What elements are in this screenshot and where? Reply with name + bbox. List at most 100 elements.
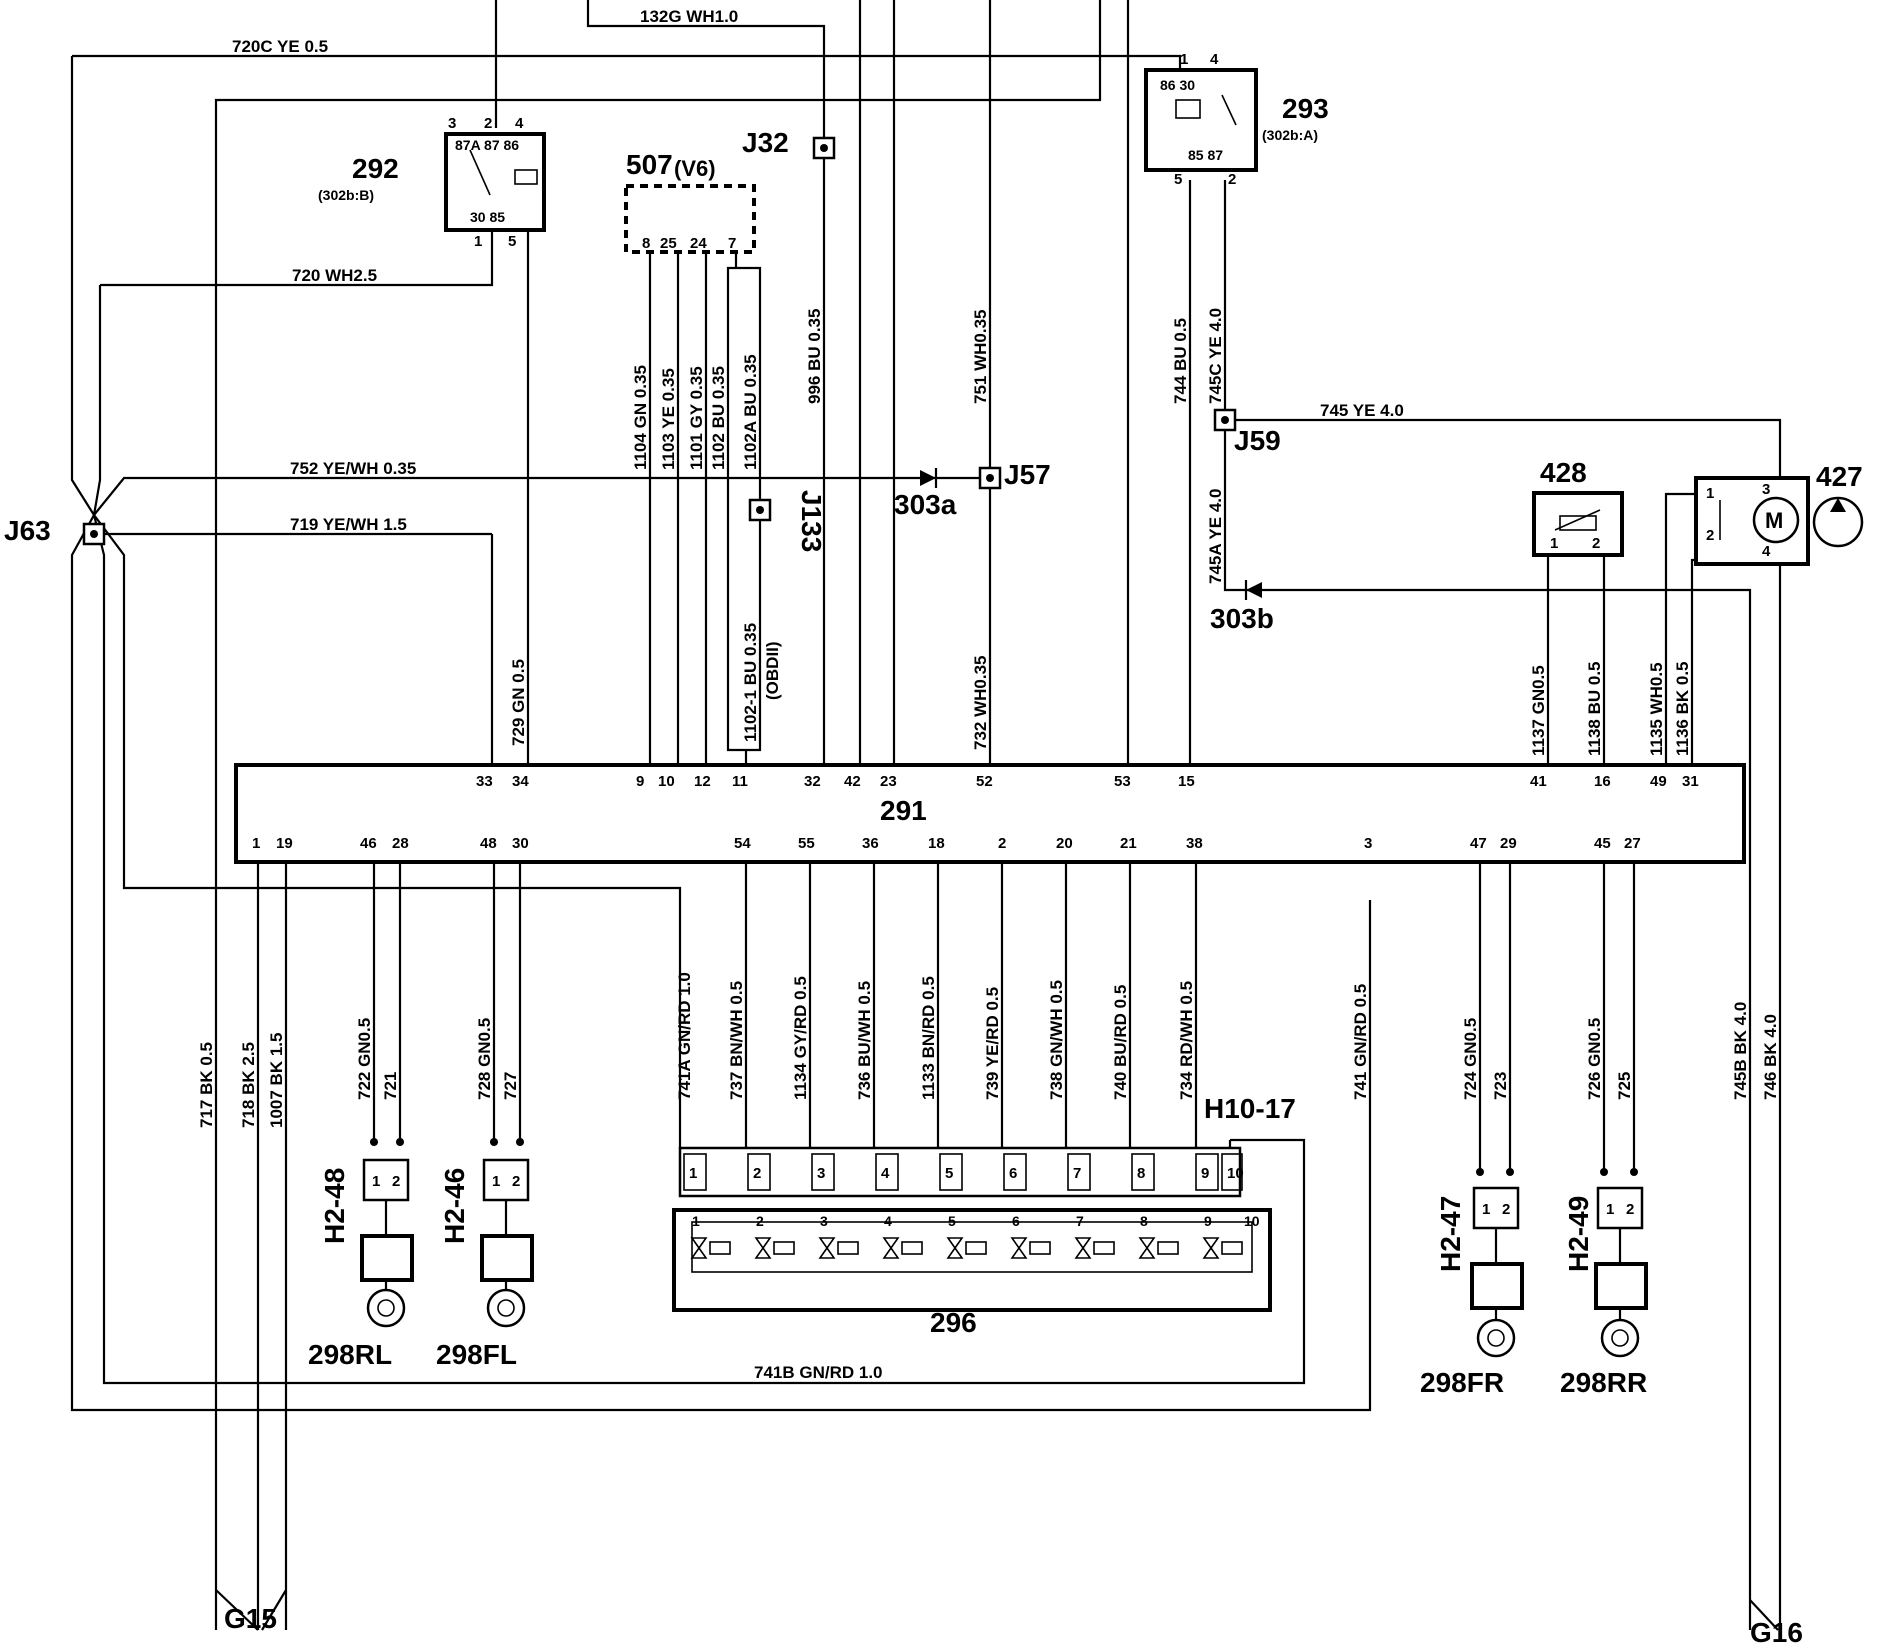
connector-cell-pin: 1 bbox=[689, 1165, 697, 1182]
obd-note: (OBDII) bbox=[763, 641, 782, 700]
sensor-428-id: 428 bbox=[1540, 457, 1587, 488]
wire-label: 1136 BK 0.5 bbox=[1673, 661, 1692, 756]
connector-cell-pin: 3 bbox=[817, 1165, 825, 1182]
relay-292: 87A 87 86 30 85 3 2 4 1 5 292 (302b:B) bbox=[318, 115, 546, 250]
wire-label: 745 YE 4.0 bbox=[1320, 401, 1404, 420]
connector-507-id: 507 bbox=[626, 149, 673, 180]
connector-cell-pin: 7 bbox=[1073, 1165, 1081, 1182]
wire-label: 728 GN0.5 bbox=[475, 1018, 494, 1100]
pump-427-pin: 3 bbox=[1762, 481, 1770, 498]
sensor-428-pin: 1 bbox=[1550, 535, 1558, 552]
wire-label: 729 GN 0.5 bbox=[509, 659, 528, 746]
diode-303b-label: 303b bbox=[1210, 603, 1274, 634]
wire-label: 741 GN/RD 0.5 bbox=[1351, 984, 1370, 1100]
valve-pin: 4 bbox=[884, 1213, 892, 1229]
relay-293-pin: 4 bbox=[1210, 51, 1219, 68]
wire-label: 996 BU 0.35 bbox=[805, 309, 824, 404]
ecu-pin: 29 bbox=[1500, 835, 1517, 852]
relay-293-inner-top: 86 30 bbox=[1160, 77, 1195, 93]
wire-label: 745C YE 4.0 bbox=[1206, 308, 1225, 404]
connector-cell bbox=[811, 1153, 835, 1191]
valve-icon bbox=[690, 1237, 731, 1259]
wire-label: 752 YE/WH 0.35 bbox=[290, 459, 416, 478]
valve-pin: 10 bbox=[1244, 1213, 1260, 1229]
wire-label: 726 GN0.5 bbox=[1585, 1018, 1604, 1100]
connector-cell bbox=[1003, 1153, 1027, 1191]
wheel-sensor-fr-connector: H2-47 bbox=[1435, 1196, 1466, 1272]
connector-cell-pin: 8 bbox=[1137, 1165, 1145, 1182]
ecu-291: 291 33 34 9 10 12 11 32 42 23 52 53 15 4… bbox=[234, 763, 1746, 864]
connector-cell-pin: 4 bbox=[881, 1165, 890, 1182]
svg-text:2: 2 bbox=[1502, 1201, 1510, 1218]
svg-text:1: 1 bbox=[1482, 1201, 1490, 1218]
wheel-sensor-fl-id: 298FL bbox=[436, 1339, 517, 1370]
wire-label: 737 BN/WH 0.5 bbox=[727, 981, 746, 1100]
ecu-pin: 11 bbox=[732, 773, 748, 790]
ecu-pin: 1 bbox=[252, 835, 260, 852]
wire-label: 1102 BU 0.35 bbox=[709, 366, 728, 470]
connector-cell bbox=[1131, 1153, 1155, 1191]
svg-text:1: 1 bbox=[1606, 1201, 1614, 1218]
wheel-sensor-fr-id: 298FR bbox=[1420, 1367, 1504, 1398]
valve-block-id: 296 bbox=[930, 1307, 977, 1338]
valve-icon bbox=[818, 1237, 859, 1259]
relay-292-pin: 3 bbox=[448, 115, 456, 132]
diode-303a-label: 303a bbox=[894, 489, 957, 520]
valve-connector-id: H10-17 bbox=[1204, 1093, 1296, 1124]
wire-label: 720 WH2.5 bbox=[292, 266, 377, 285]
wire-label: 725 bbox=[1615, 1072, 1634, 1100]
valve-pin: 6 bbox=[1012, 1213, 1020, 1229]
ecu-pin: 54 bbox=[734, 835, 751, 852]
connector-cell-pin: 9 bbox=[1201, 1165, 1209, 1182]
wire-label: 751 WH0.35 bbox=[971, 310, 990, 405]
wire-label: 738 GN/WH 0.5 bbox=[1047, 980, 1066, 1100]
ground-g15: G15 bbox=[224, 1603, 277, 1634]
relay-293-id: 293 bbox=[1282, 93, 1329, 124]
ecu-pin: 42 bbox=[844, 773, 861, 790]
wire-label: 746 BK 4.0 bbox=[1761, 1014, 1780, 1100]
ecu-pin: 15 bbox=[1178, 773, 1195, 790]
ecu-pin: 19 bbox=[276, 835, 293, 852]
ecu-pin: 28 bbox=[392, 835, 409, 852]
valve-pin: 9 bbox=[1204, 1213, 1212, 1229]
ecu-pin: 47 bbox=[1470, 835, 1487, 852]
svg-text:1: 1 bbox=[492, 1173, 500, 1190]
wire-label: 1103 YE 0.35 bbox=[659, 368, 678, 470]
splice-j59-label: J59 bbox=[1234, 425, 1281, 456]
ecu-pin: 12 bbox=[694, 773, 711, 790]
wires bbox=[70, 0, 1782, 1631]
wire-label: 724 GN0.5 bbox=[1461, 1018, 1480, 1100]
wire-label: 1134 GY/RD 0.5 bbox=[791, 976, 810, 1100]
connector-cell bbox=[875, 1153, 899, 1191]
diode-303a-icon bbox=[920, 470, 936, 486]
valve-pin: 3 bbox=[820, 1213, 828, 1229]
wire-label: 1102A BU 0.35 bbox=[741, 354, 760, 470]
wire-label: 736 BU/WH 0.5 bbox=[855, 981, 874, 1100]
wire-label: 745B BK 4.0 bbox=[1731, 1002, 1750, 1100]
ecu-pin: 33 bbox=[476, 773, 493, 790]
wheel-sensor-fr-icon bbox=[1476, 1318, 1516, 1358]
wheel-sensor-rr-id: 298RR bbox=[1560, 1367, 1647, 1398]
connector-cell-pin: 6 bbox=[1009, 1165, 1017, 1182]
relay-293-pin: 1 bbox=[1180, 51, 1188, 68]
relay-292-pin: 4 bbox=[515, 115, 524, 132]
wire-label: 732 WH0.35 bbox=[971, 656, 990, 751]
connector-cell-pin: 10 bbox=[1227, 1165, 1244, 1182]
wire-label: 1138 BU 0.5 bbox=[1585, 661, 1604, 756]
wire-labels-horizontal: 720C YE 0.5 132G WH1.0 720 WH2.5 752 YE/… bbox=[232, 7, 1404, 1382]
wheel-sensor-rl-connector: H2-48 bbox=[319, 1168, 350, 1244]
wire-label: 722 GN0.5 bbox=[355, 1018, 374, 1100]
connector-507-pin: 8 bbox=[642, 235, 650, 252]
connector-cell bbox=[1221, 1153, 1243, 1191]
ecu-id: 291 bbox=[880, 795, 927, 826]
valve-icon bbox=[882, 1237, 923, 1259]
ecu-pin: 20 bbox=[1056, 835, 1073, 852]
ecu-pin: 9 bbox=[636, 773, 644, 790]
